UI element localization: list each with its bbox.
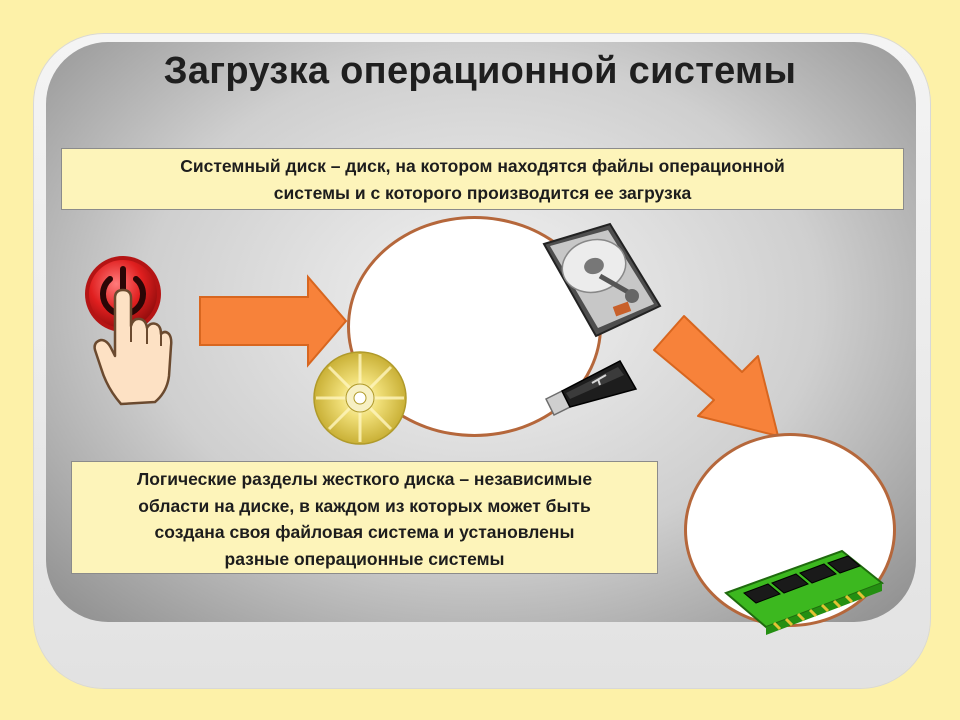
slide-title: Загрузка операционной системы (163, 50, 797, 92)
pointing-hand-icon (93, 288, 173, 406)
usb-flash-drive-icon (544, 360, 638, 417)
right-arrow-icon (199, 274, 348, 368)
definition-line: создана своя файловая система и установл… (154, 522, 575, 542)
definition-line: Логические разделы жесткого диска – неза… (136, 469, 593, 489)
definition-line: Системный диск – диск, на котором находя… (180, 156, 785, 176)
logical-partitions-definition: Логические разделы жесткого диска – неза… (71, 461, 658, 574)
hard-drive-icon (542, 222, 662, 338)
system-disk-definition: Системный диск – диск, на котором находя… (61, 148, 904, 210)
down-right-arrow-icon (653, 315, 779, 437)
definition-line: области на диске, в каждом из которых мо… (138, 495, 591, 516)
definition-line: системы и с которого производится ее заг… (273, 183, 692, 203)
cd-disc-icon (313, 351, 407, 445)
ram-module-icon (724, 549, 884, 635)
definition-line: разные операционные системы (224, 548, 505, 569)
